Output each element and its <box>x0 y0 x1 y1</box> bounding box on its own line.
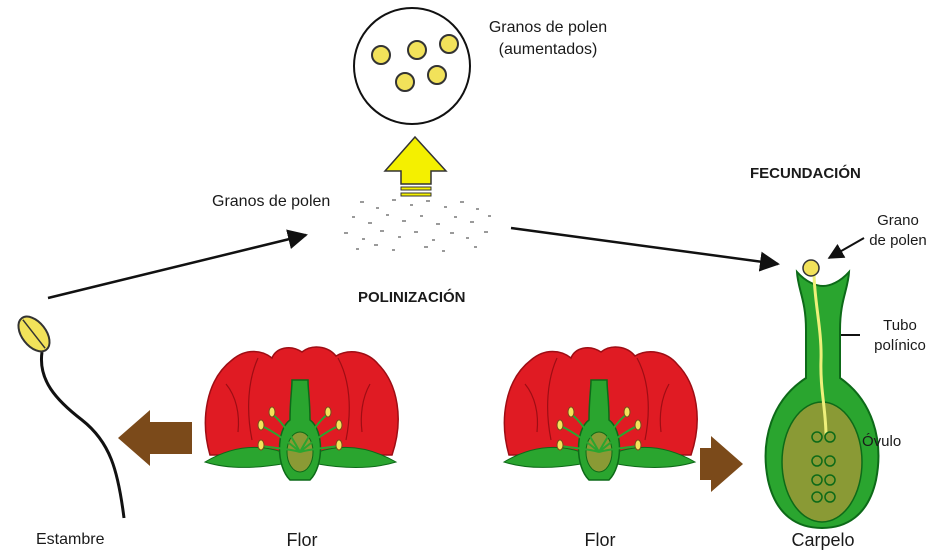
carpel <box>764 259 880 530</box>
pollen-tube-label-1: Tubo <box>883 317 917 334</box>
pollen-grain-on-stigma-icon <box>802 259 820 277</box>
brown-left-arrow-icon <box>118 410 192 466</box>
magnified-pollen-label-1: Granos de polen <box>489 19 607 36</box>
stamen-label: Estambre <box>36 531 105 548</box>
stamen <box>17 315 126 519</box>
fertilization-title: FECUNDACIÓN <box>750 164 861 182</box>
stamen-to-pollen-arrow <box>47 229 308 300</box>
pollen-grains-label: Granos de polen <box>212 193 330 210</box>
pollen-to-carpel-arrow <box>510 226 780 272</box>
magnify-up-arrow-icon <box>383 135 448 197</box>
pollen-grain-icon <box>407 40 427 60</box>
scattered-pollen-grains <box>344 199 491 252</box>
brown-right-arrow-icon <box>700 436 743 492</box>
flower-left-label: Flor <box>287 530 318 550</box>
pollen-grain-icon <box>395 72 415 92</box>
pollen-grain-icon <box>371 45 391 65</box>
ovules <box>811 431 836 503</box>
flower-right <box>502 346 698 481</box>
pollen-grain-icon <box>439 34 459 54</box>
pollen-grain-label-1: Grano <box>877 212 919 229</box>
flower-left <box>203 346 399 481</box>
pollen-grain-icon <box>427 65 447 85</box>
magnified-pollen-label-2: (aumentados) <box>499 41 598 58</box>
pollen-tube <box>812 271 828 437</box>
pollen-grain-label-2: de polen <box>869 232 927 249</box>
magnified-pollen-circle <box>353 7 471 125</box>
pollen-grain-pointer <box>827 237 865 259</box>
carpel-label: Carpelo <box>791 530 854 550</box>
pollen-tube-label-2: polínico <box>874 337 926 354</box>
flower-right-label: Flor <box>585 530 616 550</box>
pollination-title: POLINIZACIÓN <box>358 288 466 306</box>
ovule-label: Óvulo <box>862 433 901 450</box>
